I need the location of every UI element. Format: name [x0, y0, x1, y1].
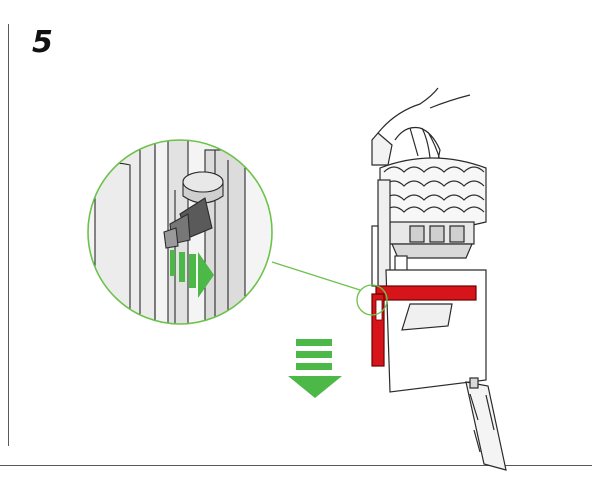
callout-connector-line	[272, 262, 360, 290]
zoom-callout	[88, 140, 272, 330]
hand	[378, 88, 470, 160]
red-collar-highlight	[376, 286, 476, 300]
push-down-arrow-icon	[288, 339, 342, 398]
vacuum-cyclone-illustration	[357, 88, 506, 470]
